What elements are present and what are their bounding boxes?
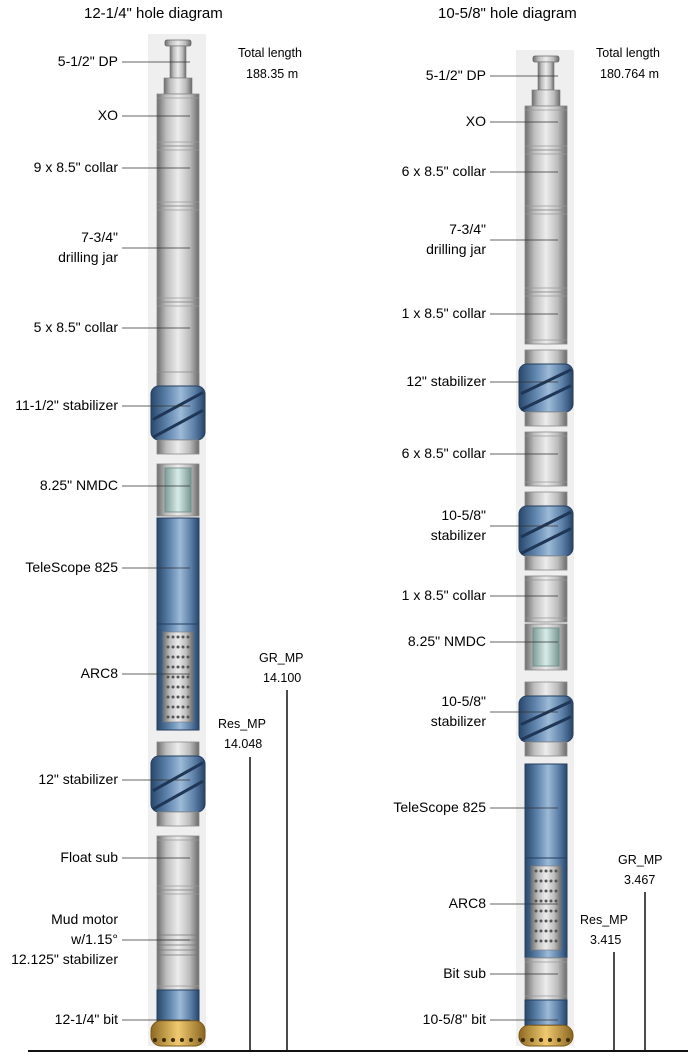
left-12-1-4-bit-label: 12-1/4" bit [55,1011,118,1027]
right-5-1-2-dp-label: 5-1/2" DP [426,67,486,83]
left-9-x-8-5-collar-shape [156,145,200,207]
left-total-value: 188.35 m [246,67,298,81]
left-12-stabilizer-shape [150,741,206,827]
right-xo-shape [524,105,568,151]
right-1-x-8-5-collar-label: 1 x 8.5" collar [402,305,487,321]
right-total-label: Total length [596,46,660,60]
left-telescope-825-shape [156,517,200,625]
right-10-5-8-stabilizer-label: 10-5/8" [441,693,486,709]
right-title: 10-5/8" hole diagram [438,5,577,22]
left-gr-mp-name: GR_MP [259,651,303,665]
left-9-x-8-5-collar-label: 9 x 8.5" collar [34,159,119,175]
right-12-stabilizer-label: 12" stabilizer [406,373,486,389]
right-8-25-nmdc-shape [524,623,568,671]
left-total-label: Total length [238,46,302,60]
right-drill-string [518,55,574,1047]
right-6-x-8-5-collar-shape [524,149,568,211]
right-7-3-4-drilling-jar-shape [524,209,568,293]
left-8-25-nmdc-shape [156,463,200,517]
right-bit-sub-shape [524,957,568,1001]
right-6-x-8-5-collar-shape [524,431,568,487]
right-10-5-8-stabilizer-shape [518,491,574,571]
left-xo-label: XO [98,107,118,123]
right-6-x-8-5-collar-label: 6 x 8.5" collar [402,445,487,461]
right-telescope-825-shape [524,763,568,859]
right-1-x-8-5-collar-label: 1 x 8.5" collar [402,587,487,603]
left-mud-motor-w-1-15-12-125-stabilizer-label: w/1.15° [70,931,118,947]
right-8-25-nmdc-label: 8.25" NMDC [408,633,486,649]
right-10-5-8-stabilizer-label: 10-5/8" [441,507,486,523]
right-gr-mp-name: GR_MP [618,853,662,867]
left-12-1-4-bit-shape [150,989,206,1047]
left-5-1-2-dp-label: 5-1/2" DP [58,53,118,69]
left-11-1-2-stabilizer-shape [150,371,206,455]
right-res-mp-name: Res_MP [580,913,628,927]
left-7-3-4-drilling-jar-shape [156,205,200,303]
right-6-x-8-5-collar-label: 6 x 8.5" collar [402,163,487,179]
right-arc8-label: ARC8 [449,895,487,911]
left-float-sub-shape [156,835,200,891]
left-12-stabilizer-label: 12" stabilizer [38,771,118,787]
right-7-3-4-drilling-jar-label: drilling jar [426,241,486,257]
right-component-labels: 5-1/2" DP XO 6 x 8.5" collar 7-3/4" drilling… [393,67,558,1027]
left-arc8-label: ARC8 [81,665,119,681]
left-xo-shape [156,93,200,147]
right-total-value: 180.764 m [600,67,659,81]
left-mud-motor-w-1-15-12-125-stabilizer-label: Mud motor [51,911,118,927]
left-11-1-2-stabilizer-label: 11-1/2" stabilizer [15,397,118,413]
left-component-labels: 5-1/2" DP XO 9 x 8.5" collar 7-3/4" drilling… [11,53,190,1027]
right-5-1-2-dp-shape [531,55,561,107]
left-7-3-4-drilling-jar-label: 7-3/4" [81,229,118,245]
right-10-5-8-stabilizer-label: stabilizer [431,527,487,543]
right-10-5-8-stabilizer-shape [518,681,574,757]
right-res-mp-value: 3.415 [590,933,621,947]
right-telescope-825-label: TeleScope 825 [393,799,486,815]
left-8-25-nmdc-label: 8.25" NMDC [40,477,118,493]
right-gr-mp-value: 3.467 [624,873,655,887]
left-gr-mp-value: 14.100 [263,671,301,685]
right-10-5-8-stabilizer-label: stabilizer [431,713,487,729]
left-float-sub-label: Float sub [60,849,118,865]
right-xo-label: XO [466,113,486,129]
left-7-3-4-drilling-jar-label: drilling jar [58,249,118,265]
right-12-stabilizer-shape [518,349,574,427]
right-1-x-8-5-collar-shape [524,575,568,623]
left-res-mp-value: 14.048 [224,737,262,751]
left-arc8-shape [156,623,200,731]
right-7-3-4-drilling-jar-label: 7-3/4" [449,221,486,237]
right-10-5-8-bit-shape [518,999,574,1047]
left-drill-string [150,39,206,1047]
right-arc8-shape [524,857,568,959]
left-5-x-8-5-collar-label: 5 x 8.5" collar [34,319,119,335]
left-title: 12-1/4" hole diagram [84,5,223,22]
right-bit-sub-label: Bit sub [443,965,486,981]
right-10-5-8-bit-label: 10-5/8" bit [423,1011,486,1027]
left-res-mp-name: Res_MP [218,717,266,731]
right-1-x-8-5-collar-shape [524,291,568,345]
left-mud-motor-w-1-15-12-125-stabilizer-label: 12.125" stabilizer [11,951,118,967]
left-telescope-825-label: TeleScope 825 [25,559,118,575]
